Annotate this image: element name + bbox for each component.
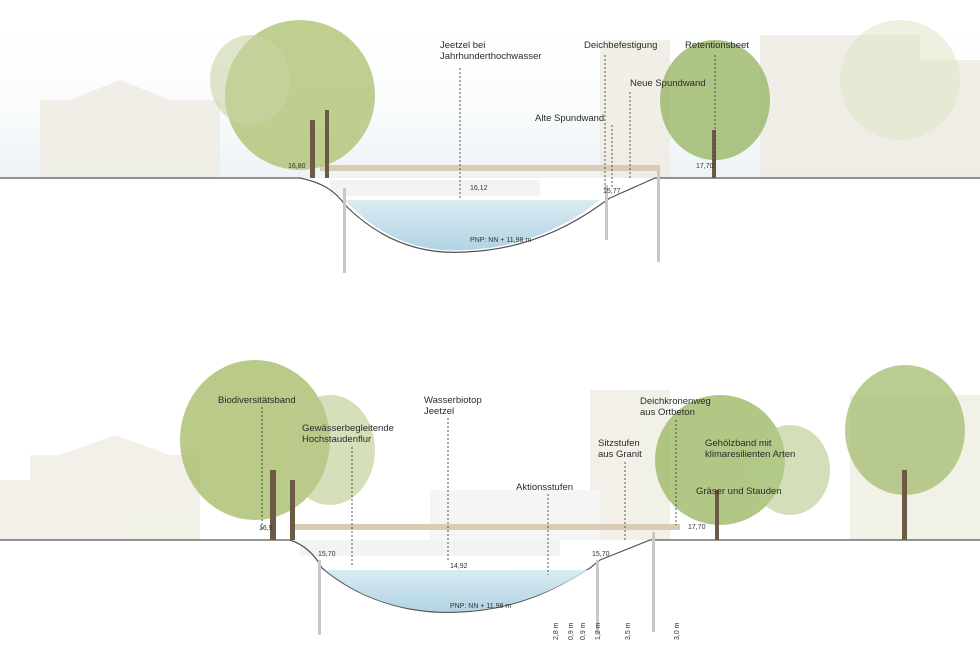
elevation-15-70-left: 15,70: [318, 551, 336, 558]
label-gehoelzband: Gehölzband mit klimaresilienten Arten: [705, 438, 796, 460]
dimension-0-9-b: 0,9 m: [580, 622, 587, 640]
river-water-1: [345, 200, 600, 251]
water-level-1: PNP: NN + 11,98 m: [470, 237, 532, 244]
elevation-15-77: 15,77: [603, 188, 621, 195]
label-wasserbiotop: Wasserbiotop Jeetzel: [424, 395, 482, 417]
elevation-16-12: 16,12: [470, 185, 488, 192]
elevation-17-70-2: 17,70: [688, 524, 706, 531]
label-biodiversitaetsband: Biodiversitätsband: [218, 395, 296, 406]
label-jeetzel-hochwasser: Jeetzel bei Jahrhunderthochwasser: [440, 40, 542, 62]
dimension-0-9-a: 0,9 m: [568, 622, 575, 640]
elevation-16-9: 16,9: [259, 525, 273, 532]
leader-lines: [261, 55, 716, 575]
label-retentionsbeet: Retentionsbeet: [685, 40, 749, 51]
section-1: [0, 10, 980, 273]
label-hochstaudenflur: Gewässerbegleitende Hochstaudenflur: [302, 423, 394, 445]
label-graeser-stauden: Gräser und Stauden: [696, 486, 782, 497]
river-water-2: [325, 570, 588, 612]
trees-2: [180, 360, 965, 540]
dimension-3-5: 3,5 m: [625, 622, 632, 640]
label-aktionsstufen: Aktionsstufen: [516, 482, 574, 493]
elevation-17-70: 17,70: [696, 163, 714, 170]
label-sitzstufen: Sitzstufen aus Granit: [598, 438, 642, 460]
background-buildings-2: [0, 390, 980, 540]
label-alte-spundwand: Alte Spundwand: [535, 113, 605, 124]
label-deichbefestigung: Deichbefestigung: [584, 40, 658, 51]
elevation-14-92: 14,92: [450, 563, 468, 570]
ground-profile-1: [0, 177, 980, 253]
section-2: [0, 360, 980, 635]
label-deichkronenweg: Deichkronenweg aus Ortbeton: [640, 396, 711, 418]
dimension-2-8: 2,8 m: [553, 622, 560, 640]
water-level-2: PNP: NN + 11,98 m: [450, 603, 512, 610]
label-neue-spundwand: Neue Spundwand: [630, 78, 706, 89]
dimension-3-0: 3,0 m: [674, 622, 681, 640]
bridge-1: [320, 165, 660, 171]
elevation-16-80: 16,80: [288, 163, 306, 170]
elevation-15-70-right: 15,70: [592, 551, 610, 558]
dimension-1-2: 1,2 m: [595, 622, 602, 640]
bridge-2: [290, 524, 680, 530]
trees-1: [210, 20, 960, 178]
